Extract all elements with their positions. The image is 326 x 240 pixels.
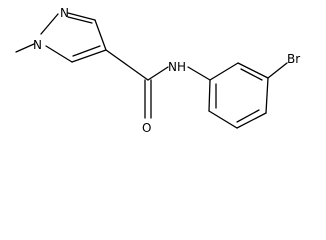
bond-n2-c3	[67, 12, 96, 21]
molecule-structure: N N NH O Br	[15, 6, 300, 135]
atom-br: Br	[287, 52, 300, 66]
bond-ph-2-3	[237, 62, 269, 79]
bond-ph-3-4	[265, 77, 269, 114]
atom-nh: NH	[168, 60, 186, 74]
atom-n-methyl: N	[33, 38, 42, 52]
bond-c5-n1	[45, 45, 73, 63]
bond-ph-inner-c	[236, 109, 260, 123]
bonds	[15, 12, 288, 129]
bond-ph-br	[267, 62, 288, 79]
bond-ph-6-1	[208, 79, 211, 112]
bond-c3-c4	[94, 19, 107, 51]
bond-ph-4-5	[236, 112, 267, 129]
bond-methyl-n	[15, 43, 35, 53]
bond-ph-5-6	[208, 110, 238, 129]
atom-n-ring-top: N	[60, 6, 69, 20]
atom-o: O	[142, 121, 151, 135]
bond-ph-inner-b	[240, 68, 263, 81]
atom-labels: N N NH O Br	[33, 6, 300, 135]
bond-n2-c3-double	[67, 16, 93, 24]
bond-c4-c5	[71, 49, 107, 63]
bond-ph-1-2	[209, 62, 239, 81]
bond-n1-n2	[40, 13, 59, 35]
bond-carbonyl-nh	[147, 66, 169, 81]
bond-c4-carbonyl	[105, 49, 149, 81]
bond-nh-phenyl	[187, 66, 211, 81]
bond-c4-c5-double	[72, 45, 101, 57]
